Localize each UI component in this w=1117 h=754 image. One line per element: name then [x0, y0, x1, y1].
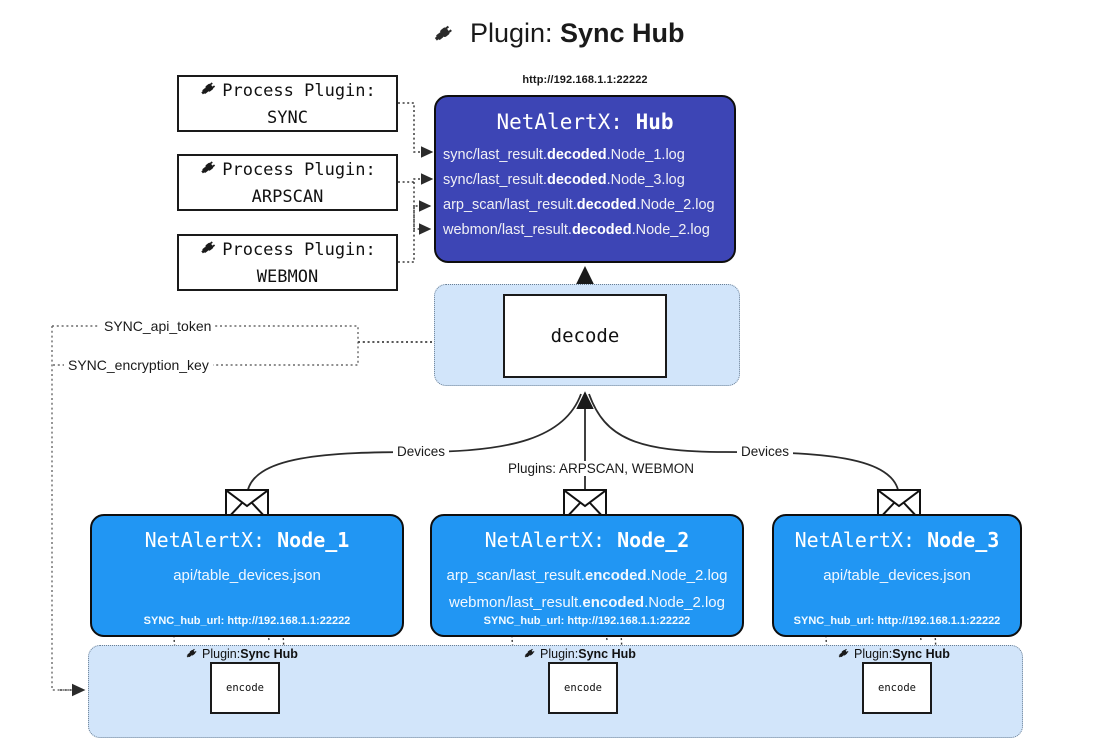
node-line-pre: api/table_devices.json	[823, 567, 971, 584]
hub-row-post: .Node_1.log	[606, 147, 685, 163]
node-title-name: Node_2	[617, 528, 690, 552]
encoder-label-name: Sync Hub	[240, 647, 298, 661]
hub-row-mid: decoded	[546, 147, 607, 163]
decode-box[interactable]: decode	[503, 294, 667, 378]
process-plugin-name: SYNC	[267, 107, 308, 128]
edge-label-right-devices: Devices	[737, 444, 794, 459]
hub-row-list: sync/last_result.decoded.Node_1.log sync…	[436, 143, 734, 243]
process-plugin-webmon[interactable]: Process Plugin: WEBMON	[177, 234, 398, 291]
plug-icon	[199, 156, 220, 185]
process-plugin-label: Process Plugin:	[222, 80, 376, 101]
hub-row-mid: decoded	[576, 197, 637, 213]
encoder-plugin-label-3: Plugin: Sync Hub	[837, 645, 950, 663]
hub-row-pre: sync/last_result.	[443, 147, 547, 163]
plug-icon	[199, 236, 220, 265]
title-name: Sync Hub	[560, 18, 685, 48]
hub-row-pre: sync/last_result.	[443, 172, 547, 188]
hub-title-prefix: NetAlertX:	[496, 110, 636, 134]
encoder-plugin-label-1: Plugin: Sync Hub	[185, 645, 298, 663]
node-line-pre: api/table_devices.json	[173, 567, 321, 584]
node-line: webmon/last_result.encoded.Node_2.log	[432, 589, 742, 616]
plug-icon	[523, 645, 538, 663]
encoder-plugin-label-2: Plugin: Sync Hub	[523, 645, 636, 663]
node-title-prefix: NetAlertX:	[484, 528, 618, 552]
node-line: api/table_devices.json	[92, 562, 402, 589]
process-plugin-label: Process Plugin:	[222, 159, 376, 180]
process-plugin-arpscan[interactable]: Process Plugin: ARPSCAN	[177, 154, 398, 211]
node-line-list: arp_scan/last_result.encoded.Node_2.log …	[432, 562, 742, 616]
plug-icon	[837, 645, 852, 663]
encoder-label-prefix: Plugin:	[540, 647, 579, 661]
hub-url-label: http://192.168.1.1:22222	[522, 74, 648, 86]
node-line-pre: arp_scan/last_result.	[446, 567, 585, 584]
node-line-list: api/table_devices.json	[774, 562, 1020, 589]
node-line-list: api/table_devices.json	[92, 562, 402, 589]
node-title: NetAlertX: Node_1	[92, 528, 402, 552]
hub-title: NetAlertX: Hub	[436, 110, 734, 134]
node-title: NetAlertX: Node_2	[432, 528, 742, 552]
encoder-label-name: Sync Hub	[892, 647, 950, 661]
node-line-post: .Node_2.log	[646, 567, 728, 584]
hub-row: arp_scan/last_result.decoded.Node_2.log	[436, 193, 734, 218]
node-line-mid: encoded	[582, 594, 645, 611]
plug-icon	[185, 645, 200, 663]
sync-api-token-label: SYNC_api_token	[100, 318, 216, 334]
process-plugin-label: Process Plugin:	[222, 239, 376, 260]
hub-row: webmon/last_result.decoded.Node_2.log	[436, 218, 734, 243]
hub-row-post: .Node_2.log	[636, 197, 715, 213]
hub-row: sync/last_result.decoded.Node_1.log	[436, 143, 734, 168]
node-footer: SYNC_hub_url: http://192.168.1.1:22222	[793, 615, 1001, 627]
node-title-prefix: NetAlertX:	[794, 528, 928, 552]
node-line-pre: webmon/last_result.	[449, 594, 583, 611]
encode-box-3[interactable]: encode	[862, 662, 932, 714]
node-title-prefix: NetAlertX:	[144, 528, 278, 552]
node-line: arp_scan/last_result.encoded.Node_2.log	[432, 562, 742, 589]
hub-row-post: .Node_2.log	[631, 222, 710, 238]
process-plugin-name: WEBMON	[256, 266, 319, 287]
node-box-1[interactable]: NetAlertX: Node_1 api/table_devices.json…	[90, 514, 404, 637]
page-title: Plugin: Sync Hub	[0, 18, 1117, 52]
node-footer: SYNC_hub_url: http://192.168.1.1:22222	[143, 615, 351, 627]
node-line: api/table_devices.json	[774, 562, 1020, 589]
node-title: NetAlertX: Node_3	[774, 528, 1020, 552]
encode-box-1[interactable]: encode	[210, 662, 280, 714]
node-box-3[interactable]: NetAlertX: Node_3 api/table_devices.json…	[772, 514, 1022, 637]
encode-box-2[interactable]: encode	[548, 662, 618, 714]
encoder-label-prefix: Plugin:	[202, 647, 241, 661]
node-box-2[interactable]: NetAlertX: Node_2 arp_scan/last_result.e…	[430, 514, 744, 637]
node-line-mid: encoded	[584, 567, 647, 584]
hub-row-mid: decoded	[571, 222, 632, 238]
node-footer: SYNC_hub_url: http://192.168.1.1:22222	[483, 615, 691, 627]
node-line-post: .Node_2.log	[644, 594, 725, 611]
plug-icon	[199, 77, 220, 106]
sync-encryption-key-label: SYNC_encryption_key	[64, 357, 213, 373]
node-title-name: Node_1	[277, 528, 350, 552]
hub-row-post: .Node_3.log	[606, 172, 685, 188]
encoder-label-name: Sync Hub	[578, 647, 636, 661]
hub-title-name: Hub	[635, 110, 674, 134]
hub-row-pre: webmon/last_result.	[443, 222, 572, 238]
hub-row-mid: decoded	[546, 172, 607, 188]
hub-box[interactable]: NetAlertX: Hub sync/last_result.decoded.…	[434, 95, 736, 263]
hub-row-pre: arp_scan/last_result.	[443, 197, 577, 213]
node-title-name: Node_3	[927, 528, 1000, 552]
edge-label-left-devices: Devices	[393, 444, 450, 459]
process-plugin-name: ARPSCAN	[251, 186, 324, 207]
process-plugin-sync[interactable]: Process Plugin: SYNC	[177, 75, 398, 132]
encoder-label-prefix: Plugin:	[854, 647, 893, 661]
title-prefix: Plugin:	[469, 18, 561, 48]
plug-icon	[432, 19, 458, 52]
hub-row: sync/last_result.decoded.Node_3.log	[436, 168, 734, 193]
edge-label-center-plugins: Plugins: ARPSCAN, WEBMON	[504, 461, 699, 476]
